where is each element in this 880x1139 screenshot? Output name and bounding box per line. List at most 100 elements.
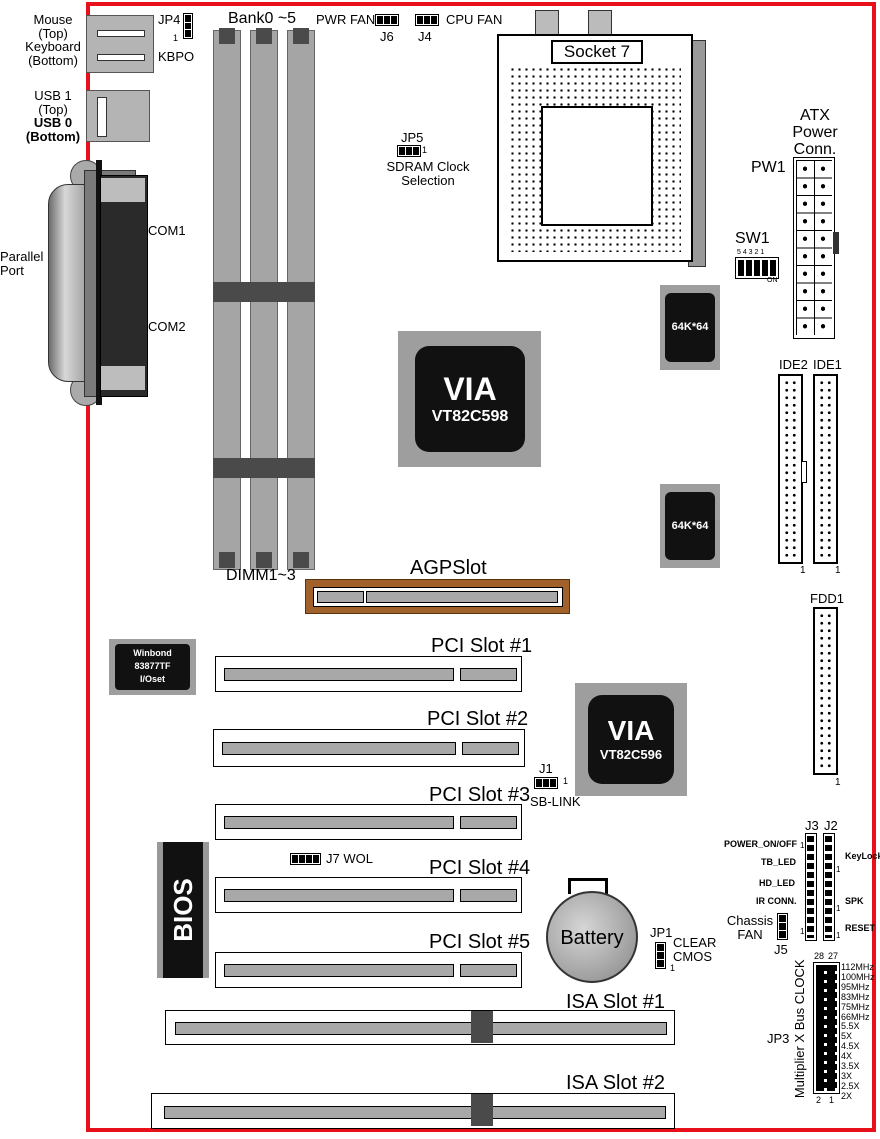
isa-slot-2-label: ISA Slot #2	[566, 1072, 665, 1094]
ide1-connector	[813, 374, 838, 564]
j3-pin-marker-2: 1	[800, 927, 805, 936]
bank-label: Bank0 ~5	[228, 10, 297, 27]
sw1-on-label: ON	[767, 277, 778, 284]
pci-slot-5	[215, 952, 522, 988]
pci-slot-3-label: PCI Slot #3	[429, 784, 531, 806]
pci-slot-2	[213, 729, 525, 767]
via598-model: VT82C598	[431, 408, 509, 425]
com1-label: COM1	[148, 223, 186, 238]
pci-slot-1	[215, 656, 522, 692]
pci-slot-5-label: PCI Slot #5	[429, 931, 531, 953]
isa-slot-1-label: ISA Slot #1	[566, 991, 665, 1013]
mult-3: 3X	[841, 1070, 853, 1081]
via-southbridge: VIA VT82C596	[575, 683, 687, 796]
freq-75: 75MHz	[841, 1001, 870, 1012]
clock-values: 112MHz 100MHz 95MHz 83MHz 75MHz 66MHz 5.…	[841, 962, 875, 1102]
cpu-fan-header	[415, 14, 439, 26]
sw1-pins: 5 4 3 2 1	[737, 249, 765, 256]
j3-header	[805, 833, 817, 941]
j2-pin-marker-1: 1	[836, 865, 841, 874]
battery: Battery	[546, 891, 638, 983]
jp1-pin-marker: 1	[670, 963, 676, 973]
ps2-connector	[86, 15, 154, 73]
jp4-label: JP4	[158, 12, 181, 27]
via598-brand: VIA	[443, 371, 497, 407]
bios-chip: BIOS	[157, 842, 209, 978]
j3-pin-marker-1: 1	[800, 841, 805, 850]
sb-link-label: SB-LINK	[530, 794, 581, 809]
usb-label: USB 1(Top) USB 0(Bottom)	[25, 88, 81, 144]
usb-connector	[86, 90, 150, 142]
tb-led-label: TB_LED	[761, 857, 797, 867]
fdd1-pin1: 1	[835, 777, 841, 788]
j4-label: J4	[418, 29, 432, 44]
j2-label: J2	[824, 818, 838, 833]
j2-pin-marker-3: 1	[836, 931, 841, 940]
sw1-dip-switch[interactable]	[735, 257, 779, 279]
ide2-connector	[778, 374, 807, 564]
jp5-label: JP5	[401, 130, 424, 145]
jp4-pin-marker: 1	[173, 33, 179, 43]
com2-label: COM2	[148, 319, 186, 334]
j2-pin-marker-2: 1	[836, 904, 841, 913]
hd-led-label: HD_LED	[759, 878, 796, 888]
ide2-pin1: 1	[800, 565, 806, 576]
jp3-pin-bottom-2: 1	[829, 1095, 835, 1105]
agp-slot	[305, 579, 570, 614]
mult-2-5: 2.5X	[841, 1080, 860, 1091]
j2-header	[823, 833, 835, 941]
pci-slot-4-label: PCI Slot #4	[429, 857, 531, 879]
via-northbridge: VIA VT82C598	[398, 331, 541, 467]
cache-chip-1: 64K*64	[660, 285, 720, 370]
j1-label: J1	[539, 761, 553, 776]
isa-slot-1	[165, 1010, 675, 1045]
motherboard-outline	[86, 2, 876, 1132]
fdd1-label: FDD1	[810, 591, 844, 606]
jp3-pin-top-2: 27	[828, 951, 839, 961]
pwr-fan-header	[375, 14, 399, 26]
multiplier-clock-axis-label: Multiplier X Bus CLOCK	[792, 959, 808, 1099]
jp3-pin-top-1: 28	[814, 951, 825, 961]
ide2-label: IDE2	[779, 357, 808, 372]
battery-label: Battery	[560, 927, 624, 949]
kbpo-label: KBPO	[158, 49, 195, 64]
jp3-jumper-block	[813, 962, 840, 1094]
jp3-label: JP3	[767, 1031, 790, 1046]
j1-header	[534, 777, 558, 789]
cpu-fan-label: CPU FAN	[446, 12, 503, 27]
keylock-label: KeyLock	[845, 851, 880, 861]
atx-latch	[833, 232, 839, 254]
pci-slot-3	[215, 804, 522, 840]
dimm-slots	[213, 28, 323, 570]
pci-slot-1-label: PCI Slot #1	[431, 635, 533, 657]
bios-label: BIOS	[168, 878, 198, 942]
socket-label: Socket 7	[551, 40, 643, 64]
mult-4: 4X	[841, 1051, 853, 1062]
via596-brand: VIA	[607, 715, 655, 746]
sw1-label: SW1	[735, 230, 770, 247]
j1-pin-marker: 1	[563, 776, 569, 786]
j7-wol-header	[290, 853, 321, 865]
jp5-pin-marker: 1	[422, 145, 428, 155]
mult-5: 5X	[841, 1031, 853, 1042]
serial-port-block	[100, 175, 148, 397]
mouse-keyboard-label: Mouse(Top) Keyboard(Bottom)	[25, 12, 81, 68]
j7-wol-label: J7 WOL	[326, 851, 373, 866]
cpu-socket: Socket 7	[497, 34, 693, 262]
via596-model: VT82C596	[599, 747, 663, 762]
j3-label: J3	[805, 818, 819, 833]
cache-chip-2: 64K*64	[660, 484, 720, 568]
freq-83: 83MHz	[841, 991, 870, 1002]
ide1-pin1: 1	[835, 565, 841, 576]
reset-label: RESET	[845, 923, 876, 933]
ir-conn-label: IR CONN.	[756, 896, 797, 906]
pwr-fan-label: PWR FAN	[316, 12, 376, 27]
pci-slot-2-label: PCI Slot #2	[427, 708, 529, 730]
ide1-label: IDE1	[813, 357, 842, 372]
agp-label: AGPSlot	[410, 557, 487, 579]
freq-95: 95MHz	[841, 981, 870, 992]
